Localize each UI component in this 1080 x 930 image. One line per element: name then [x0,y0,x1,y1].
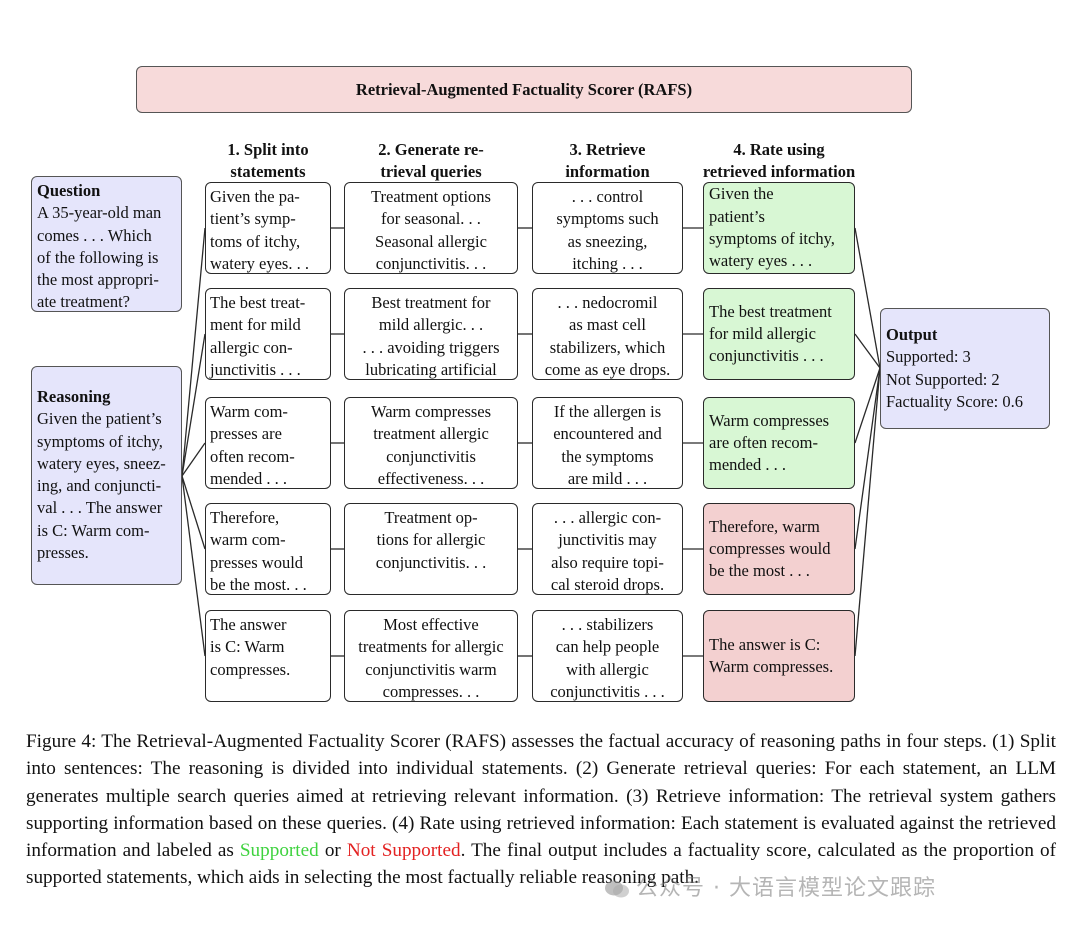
connector-line [181,475,206,657]
connector-line [181,442,206,477]
connector-line [854,367,881,657]
statement-box: Given the pa-tient’s symp-toms of itchy,… [205,182,331,274]
connector-line [181,333,206,477]
header-split: 1. Split into statements [227,140,309,181]
output-label: Output [886,325,938,344]
header-generate: 2. Generate re- trieval queries [378,140,484,181]
connector-line [854,367,881,444]
output-box: Output Supported: 3 Not Supported: 2 Fac… [880,308,1050,429]
diagram-title: Retrieval-Augmented Factuality Scorer (R… [136,66,912,113]
output-score: Factuality Score: 0.6 [886,391,1024,411]
watermark: 公众号 · 大语言模型论文跟踪 [604,870,936,902]
caption-supported: Supported [239,840,319,862]
connector-line [854,333,881,369]
connector-line [181,475,206,550]
rating-box: The answer is C:Warm compresses. [703,610,855,702]
reasoning-label: Reasoning [37,387,111,406]
connector-line [181,227,206,477]
question-label: Question [37,181,101,200]
output-not-supported: Not Supported: 2 [886,369,1000,389]
reasoning-box: Reasoning Given the patient’s symptoms o… [31,366,182,585]
figure-caption: Figure 4: The Retrieval-Augmented Factua… [26,731,1057,889]
header-retrieve: 3. Retrieve information [565,140,650,181]
wechat-icon [605,880,629,898]
connector-line [854,367,881,550]
question-box: Question A 35-year-old man comes . . . W… [31,176,182,312]
output-supported: Supported: 3 [886,347,971,367]
caption-not-supported: Not Supported [346,840,461,862]
header-rate: 4. Rate using retrieved information [702,140,856,181]
connector-line [854,227,881,369]
